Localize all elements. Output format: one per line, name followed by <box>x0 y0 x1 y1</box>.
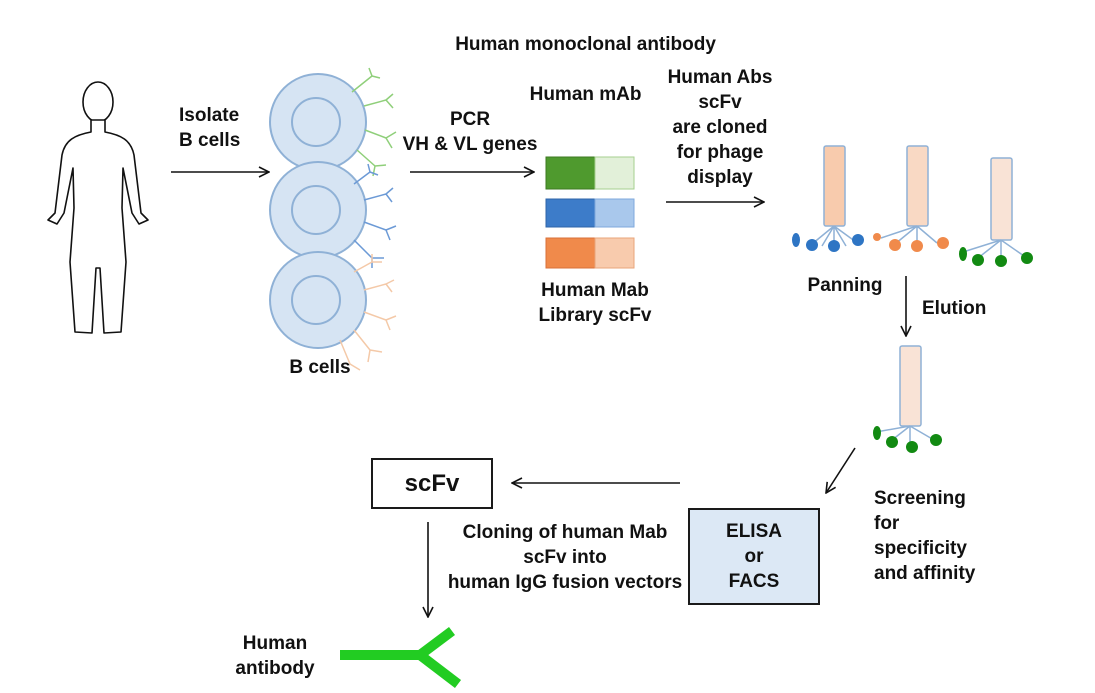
cloning-igg-label: Cloning of human Mab scFv into human IgG… <box>447 522 683 593</box>
human-antibody-label: Human antibody <box>235 633 315 679</box>
b-cells-label: B cells <box>289 357 351 378</box>
title-line-1: Human monoclonal antibody <box>455 34 716 55</box>
b-cell-3-icon <box>269 251 397 371</box>
phage-green-icon <box>959 157 1033 267</box>
pcr-label: PCR VH & VL genes <box>402 109 538 155</box>
isolate-b-cells-label: Isolate B cells <box>179 105 241 151</box>
title-line-2: Human mAb <box>529 84 642 105</box>
eluted-phage-icon <box>873 345 942 453</box>
elisa-facs-box: ELISA or FACS <box>688 508 820 605</box>
library-label: Human Mab Library scFv <box>538 280 652 326</box>
phage-orange-icon <box>873 145 949 252</box>
b-cell-1-icon <box>269 67 397 177</box>
vh-vl-library-bars <box>545 156 635 269</box>
elution-label: Elution <box>922 298 987 319</box>
scfv-box: scFv <box>371 458 493 509</box>
human-antibody-icon <box>340 627 462 688</box>
phage-display-cloning-label: Human Abs scFv are cloned for phage disp… <box>667 67 773 188</box>
screening-label: Screening for specificity and affinity <box>874 488 976 584</box>
arrows <box>171 172 906 617</box>
human-figure-icon <box>47 81 149 334</box>
diagram-title: Human monoclonal antibody Human mAb <box>430 7 720 132</box>
panning-label: Panning <box>807 275 883 296</box>
phage-blue-icon <box>792 145 864 252</box>
b-cell-2-icon <box>269 161 397 268</box>
